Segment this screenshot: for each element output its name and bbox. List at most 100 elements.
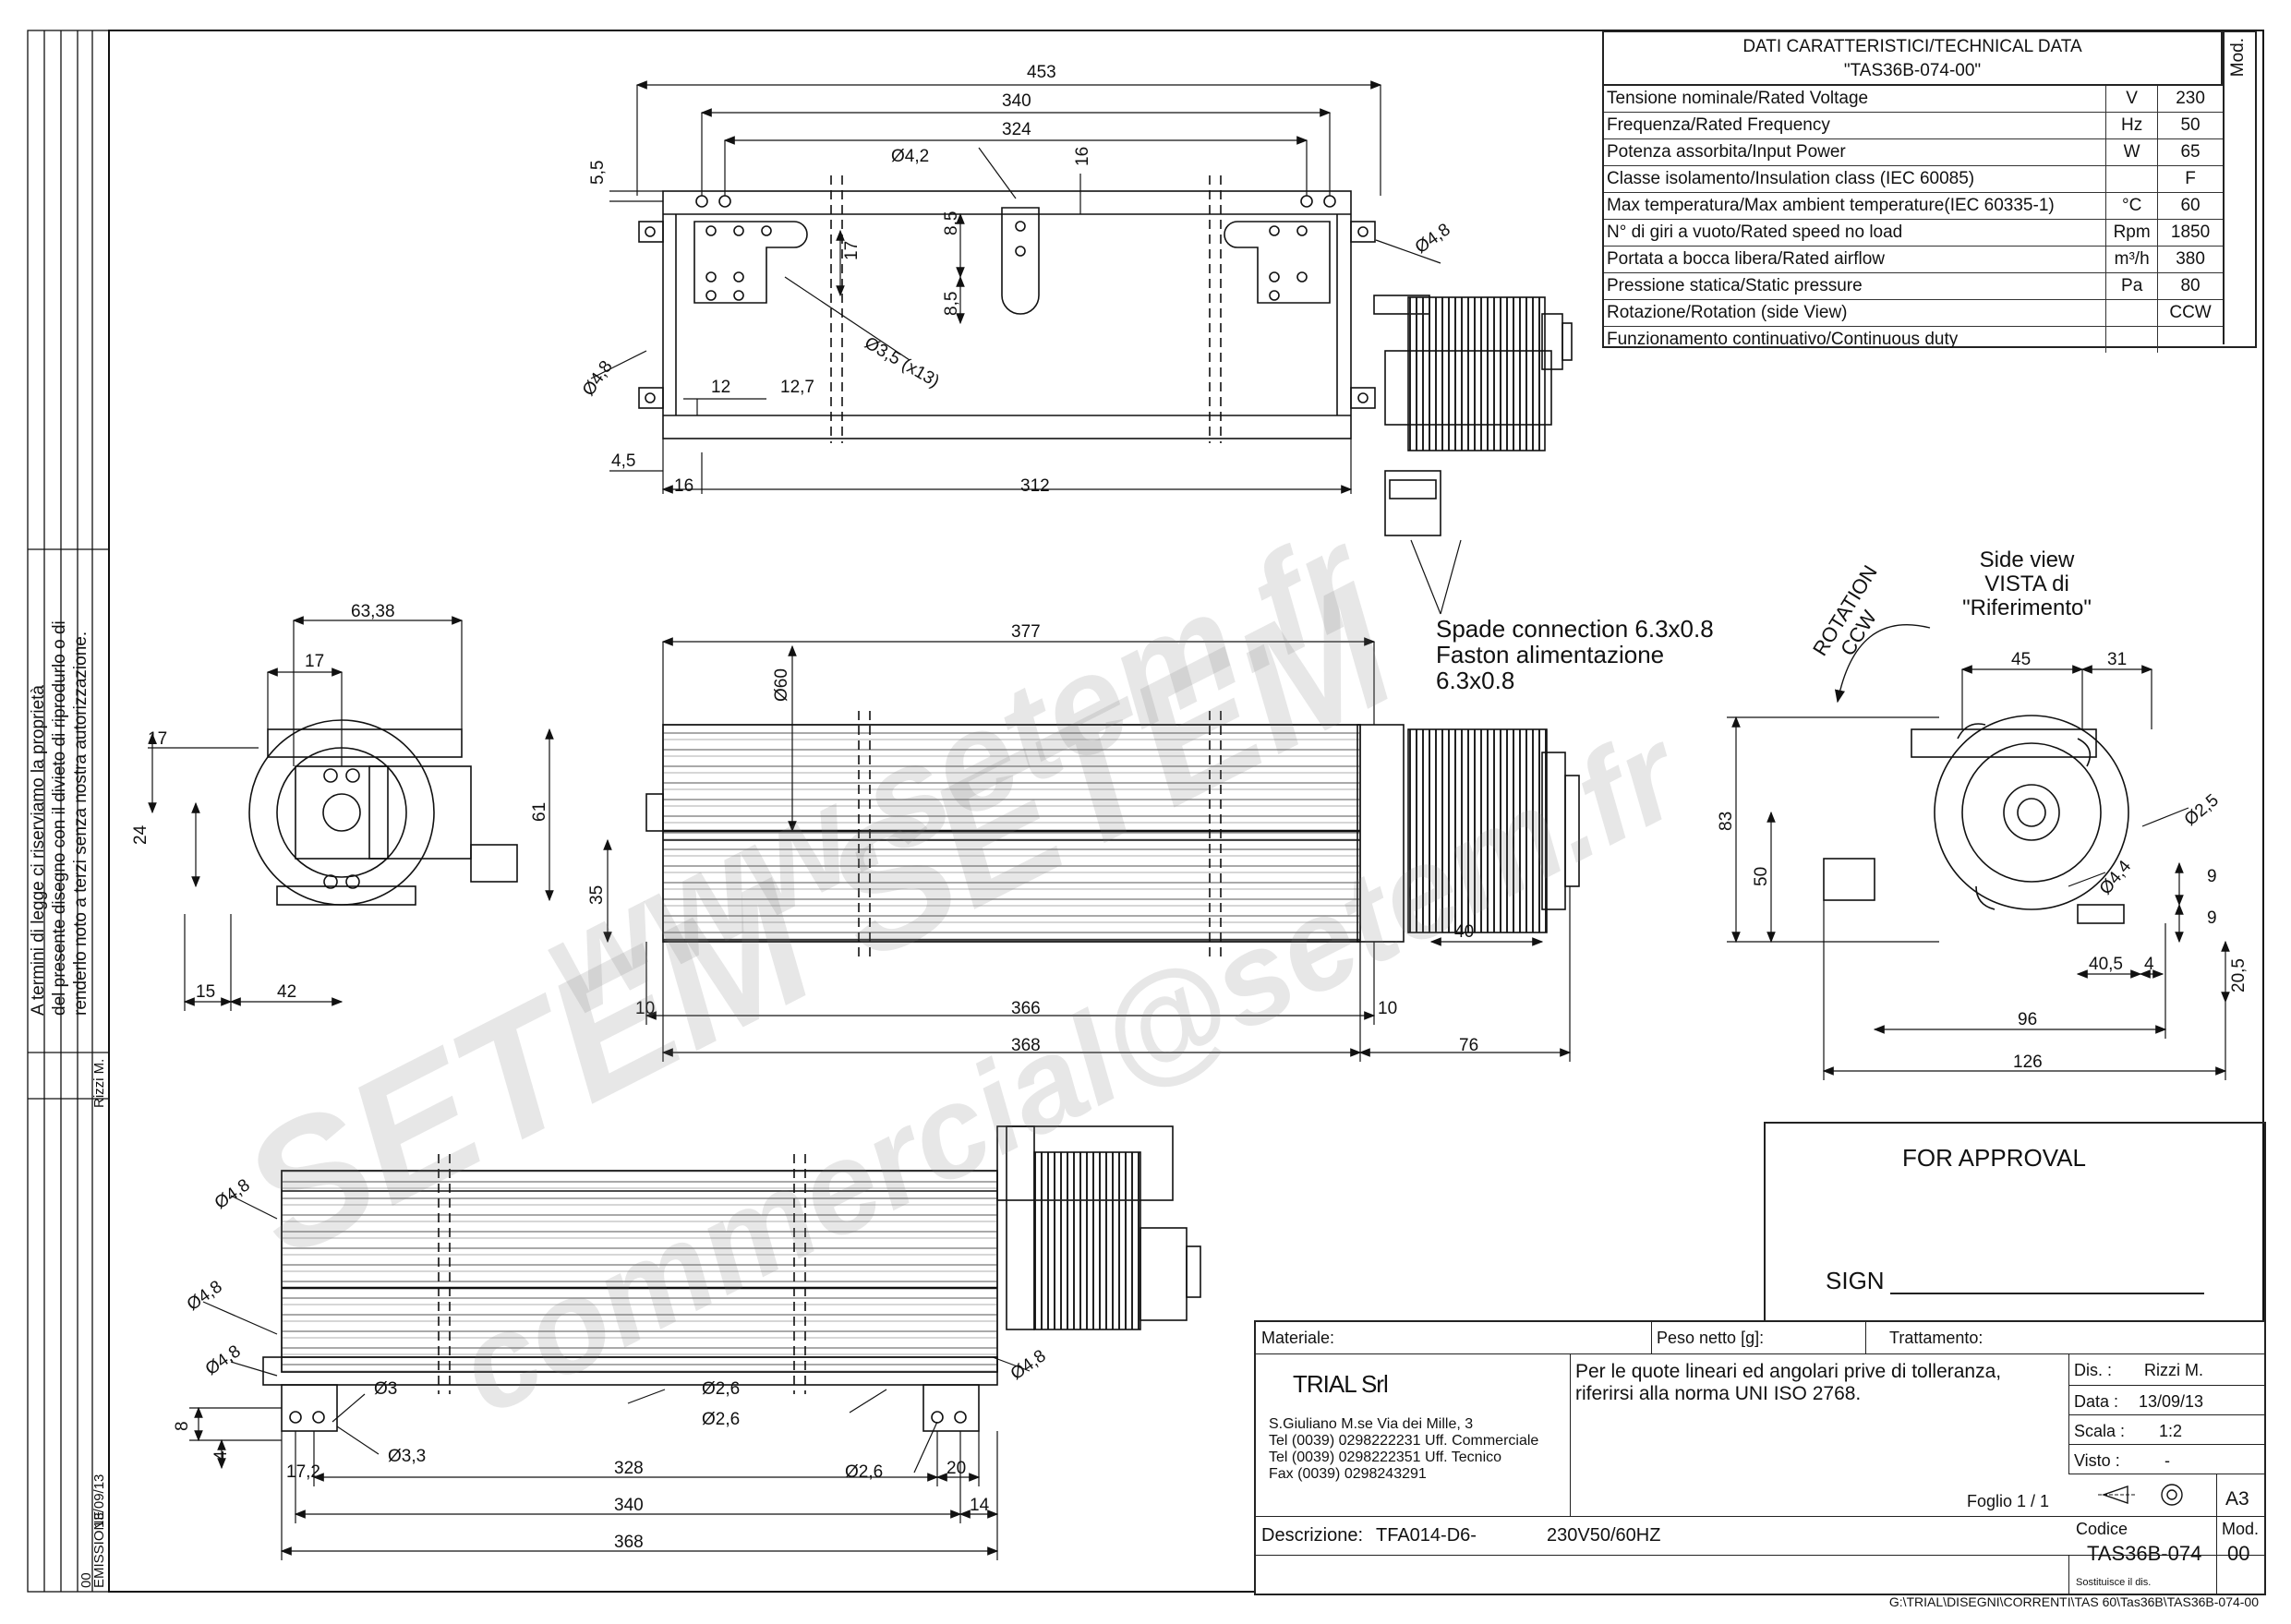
front-view-dimensions bbox=[603, 637, 1572, 1062]
dim-dia-4-2: Ø4,2 bbox=[891, 147, 929, 166]
revision-date: 13/09/13 bbox=[91, 1474, 107, 1528]
company-phone-technical: Tel (0039) 0298222351 Uff. Tecnico bbox=[1269, 1450, 1502, 1465]
sign-line[interactable] bbox=[1890, 1293, 2204, 1294]
row-value: 230 bbox=[2176, 89, 2205, 108]
technical-data-header: DATI CARATTERISTICI/TECHNICAL DATA "TAS3… bbox=[1604, 32, 2223, 86]
dim-340-b: 340 bbox=[614, 1496, 644, 1515]
row-unit bbox=[2106, 166, 2159, 192]
dim-328: 328 bbox=[614, 1459, 644, 1478]
dim-366: 366 bbox=[1011, 999, 1041, 1018]
scale-value: 1:2 bbox=[2159, 1422, 2183, 1440]
front-view bbox=[645, 711, 1580, 960]
dim-9-b: 9 bbox=[2207, 908, 2217, 928]
dim-14: 14 bbox=[970, 1496, 990, 1515]
dim-8: 8 bbox=[173, 1421, 192, 1431]
code-label: Codice bbox=[2076, 1520, 2128, 1538]
mod-value: 00 bbox=[2227, 1542, 2250, 1565]
row-label: Portata a bocca libera/Rated airflow bbox=[1604, 247, 2107, 272]
technical-data-model: "TAS36B-074-00" bbox=[1843, 61, 1982, 80]
title-block-divider bbox=[2068, 1385, 2264, 1386]
description-voltage: 230V50/60HZ bbox=[1547, 1525, 1661, 1546]
legal-line-1: A termini di legge ci riserviamo la prop… bbox=[29, 685, 48, 1016]
legal-notice: A termini di legge ci riserviamo la prop… bbox=[28, 535, 91, 1016]
sign-label: SIGN bbox=[1826, 1267, 1885, 1294]
technical-data-table: DATI CARATTERISTICI/TECHNICAL DATA "TAS3… bbox=[1602, 30, 2257, 353]
dim-17-b: 17 bbox=[148, 729, 167, 749]
row-value: 380 bbox=[2176, 249, 2205, 269]
company-fax: Fax (0039) 0298243291 bbox=[1269, 1466, 1427, 1482]
row-value bbox=[2158, 327, 2223, 353]
approval-box: FOR APPROVAL SIGN bbox=[1764, 1122, 2266, 1324]
dim-368: 368 bbox=[1011, 1036, 1041, 1055]
title-block: Materiale: Peso netto [g]: Trattamento: … bbox=[1254, 1320, 2266, 1595]
dim-17: 17 bbox=[842, 241, 862, 260]
row-unit: W bbox=[2106, 139, 2159, 165]
file-path: G:\TRIAL\DISEGNI\CORRENTI\TAS 60\Tas36B\… bbox=[1888, 1594, 2259, 1609]
approval-title: FOR APPROVAL bbox=[1902, 1144, 2086, 1172]
dim-4-b: 4 bbox=[211, 1450, 231, 1461]
dim-dia-4-8-right: Ø4,8 bbox=[1412, 220, 1454, 258]
dim-dia-3: Ø3 bbox=[374, 1379, 397, 1399]
row-unit: V bbox=[2106, 86, 2159, 112]
faston-size-label: 6.3x0.8 bbox=[1436, 667, 1514, 694]
technical-data-mod-column: Mod. bbox=[2223, 32, 2255, 344]
company-phone-commercial: Tel (0039) 0298222231 Uff. Commerciale bbox=[1269, 1433, 1539, 1449]
dim-4: 4 bbox=[2144, 955, 2154, 974]
dim-dia-2-6-a: Ø2,6 bbox=[702, 1379, 740, 1399]
dim-dia-60: Ø60 bbox=[772, 668, 791, 702]
row-unit: m³/h bbox=[2106, 247, 2159, 272]
dim-42: 42 bbox=[277, 982, 296, 1002]
dim-20: 20 bbox=[947, 1459, 966, 1478]
description-value: TFA014-D6- bbox=[1376, 1525, 1477, 1546]
title-block-divider bbox=[1256, 1353, 2264, 1354]
dim-17-2: 17,2 bbox=[286, 1462, 320, 1482]
row-label: Max temperatura/Max ambient temperature(… bbox=[1604, 193, 2107, 219]
dim-dia-4-8-left: Ø4,8 bbox=[579, 357, 617, 400]
dim-dia-4-8-d: Ø4,8 bbox=[1007, 1346, 1050, 1384]
dim-dia-3-5: Ø3,5 (x13) bbox=[862, 333, 943, 391]
dim-324: 324 bbox=[1002, 120, 1031, 139]
dim-50: 50 bbox=[1752, 867, 1771, 886]
code-value: TAS36B-074 bbox=[2087, 1542, 2202, 1565]
dim-31: 31 bbox=[2107, 650, 2127, 669]
dim-12-7: 12,7 bbox=[780, 378, 814, 397]
dim-40: 40 bbox=[1454, 922, 1474, 942]
bottom-view bbox=[262, 1125, 1201, 1432]
row-value: 1850 bbox=[2170, 223, 2211, 242]
title-block-divider bbox=[2068, 1353, 2069, 1474]
title-block-divider bbox=[2216, 1474, 2217, 1594]
technical-data-title: DATI CARATTERISTICI/TECHNICAL DATA bbox=[1742, 37, 2082, 56]
legal-line-3: renderlo noto a terzi senza nostra autor… bbox=[71, 631, 90, 1016]
row-unit: °C bbox=[2106, 193, 2159, 219]
row-unit: Rpm bbox=[2106, 220, 2159, 246]
top-view bbox=[638, 175, 1573, 536]
row-unit: Hz bbox=[2106, 113, 2159, 138]
dim-dia-4-4: Ø4,4 bbox=[2096, 857, 2136, 898]
title-block-divider bbox=[2068, 1444, 2264, 1445]
projection-symbol-icon bbox=[2098, 1484, 2183, 1506]
dim-76: 76 bbox=[1459, 1036, 1478, 1055]
date-label: Data : bbox=[2074, 1392, 2119, 1411]
spade-connection-note: Spade connection 6.3x0.8 Faston alimenta… bbox=[1436, 615, 1714, 694]
row-value: 60 bbox=[2180, 196, 2201, 215]
dim-4-5: 4,5 bbox=[611, 451, 635, 471]
row-value: 80 bbox=[2180, 276, 2201, 295]
description-label: Descrizione: bbox=[1261, 1525, 1364, 1546]
dim-5-5: 5,5 bbox=[588, 161, 608, 185]
dim-312: 312 bbox=[1020, 476, 1050, 496]
checked-label: Visto : bbox=[2074, 1451, 2120, 1470]
dim-9-a: 9 bbox=[2207, 867, 2217, 886]
spade-connection-label: Spade connection 6.3x0.8 bbox=[1436, 615, 1714, 643]
author-name: Rizzi M. bbox=[91, 1059, 107, 1108]
row-label: Frequenza/Rated Frequency bbox=[1604, 113, 2107, 138]
row-value: F bbox=[2185, 169, 2196, 188]
replaces-label: Sostituisce il dis. bbox=[2076, 1577, 2152, 1588]
emission-label: EMISSIONE bbox=[91, 1511, 107, 1588]
left-end-view bbox=[248, 719, 518, 906]
spade-leader bbox=[1410, 539, 1462, 615]
drawn-by-value: Rizzi M. bbox=[2144, 1361, 2203, 1379]
